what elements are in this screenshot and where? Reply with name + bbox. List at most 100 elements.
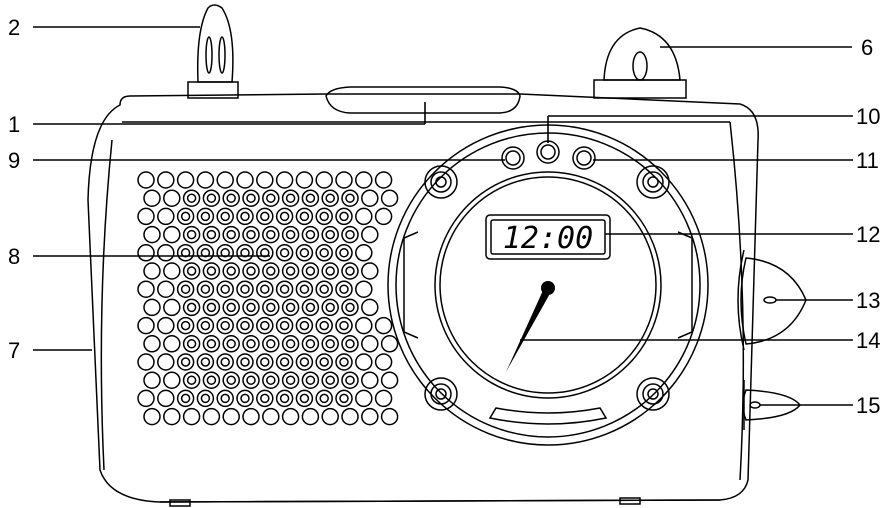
grille-hole	[144, 372, 160, 388]
grille-hole	[237, 281, 253, 297]
grille-hole-inner	[267, 267, 275, 275]
grille-hole-inner	[267, 303, 275, 311]
grille-hole-inner	[221, 322, 229, 330]
grille-hole	[158, 354, 174, 370]
grille-hole-inner	[340, 358, 348, 366]
grille-hole-inner	[188, 376, 196, 384]
grille-hole	[223, 336, 239, 352]
grille-hole-inner	[281, 285, 289, 293]
button-right[interactable]	[573, 147, 595, 169]
grille-hole-inner	[287, 303, 295, 311]
grille-hole-inner	[320, 322, 328, 330]
grille-hole	[376, 172, 392, 188]
grille-hole	[223, 299, 239, 315]
grille-hole-inner	[320, 249, 328, 257]
callout-1: 1	[8, 112, 20, 137]
grille-hole	[356, 318, 372, 334]
grille-hole-inner	[281, 358, 289, 366]
grille-hole-inner	[247, 303, 255, 311]
grille-hole-inner	[207, 267, 215, 275]
grille-hole	[322, 190, 338, 206]
grille-hole	[322, 227, 338, 243]
grille-hole	[283, 227, 299, 243]
grille-hole-inner	[300, 358, 308, 366]
callout-8: 8	[8, 244, 20, 269]
grille-hole	[376, 318, 392, 334]
grille-hole-inner	[182, 285, 190, 293]
grille-hole	[322, 299, 338, 315]
grille-hole	[356, 208, 372, 224]
grille-hole	[158, 281, 174, 297]
grille-hole-inner	[241, 212, 249, 220]
grille-hole-inner	[182, 394, 190, 402]
grille-hole-inner	[261, 358, 269, 366]
grille-hole	[283, 372, 299, 388]
grille-hole-inner	[326, 231, 334, 239]
grille-hole	[144, 299, 160, 315]
grille-hole-inner	[306, 340, 314, 348]
grille-hole	[342, 227, 358, 243]
grille-hole	[138, 172, 154, 188]
callout-9: 9	[8, 148, 20, 173]
grille-hole	[203, 263, 219, 279]
grille-hole	[144, 409, 160, 425]
grille-hole	[184, 299, 200, 315]
grille-hole-inner	[241, 394, 249, 402]
grille-hole-inner	[227, 340, 235, 348]
grille-hole	[243, 263, 259, 279]
grille-hole	[257, 354, 273, 370]
left-tuning-knob[interactable]	[188, 5, 238, 98]
grille-hole	[277, 281, 293, 297]
grille-hole	[302, 227, 318, 243]
grille-hole-inner	[306, 267, 314, 275]
grille-hole-inner	[227, 267, 235, 275]
grille-hole-inner	[340, 249, 348, 257]
top-handle[interactable]	[326, 87, 520, 113]
grille-hole-inner	[201, 212, 209, 220]
grille-hole	[336, 245, 352, 261]
grille-hole-inner	[207, 376, 215, 384]
grille-hole	[336, 390, 352, 406]
grille-hole-inner	[241, 358, 249, 366]
grille-hole	[197, 318, 213, 334]
grille-hole	[382, 190, 398, 206]
grille-hole	[302, 409, 318, 425]
callout-10: 10	[856, 104, 880, 129]
grille-hole	[257, 281, 273, 297]
grille-hole	[237, 172, 253, 188]
grille-hole	[283, 190, 299, 206]
grille-hole-inner	[188, 303, 196, 311]
grille-hole	[296, 390, 312, 406]
grille-hole-inner	[326, 303, 334, 311]
grille-hole-inner	[207, 340, 215, 348]
grille-hole	[243, 299, 259, 315]
grille-hole	[322, 409, 338, 425]
grille-hole-inner	[281, 212, 289, 220]
grille-hole	[336, 281, 352, 297]
grille-hole	[217, 208, 233, 224]
grille-hole-inner	[346, 267, 354, 275]
button-center[interactable]	[537, 141, 559, 163]
grille-hole	[382, 336, 398, 352]
grille-hole	[302, 263, 318, 279]
grille-hole	[316, 281, 332, 297]
grille-hole-inner	[320, 285, 328, 293]
right-volume-knob[interactable]	[594, 28, 686, 98]
grille-hole	[336, 318, 352, 334]
grille-hole	[362, 227, 378, 243]
button-left[interactable]	[502, 147, 524, 169]
callout-6: 6	[861, 35, 873, 60]
grille-hole	[178, 172, 194, 188]
lcd-time-text: 12:00	[503, 221, 593, 256]
grille-hole	[263, 336, 279, 352]
grille-hole-inner	[241, 285, 249, 293]
grille-hole	[144, 263, 160, 279]
grille-hole	[322, 372, 338, 388]
grille-hole	[316, 172, 332, 188]
grille-hole-inner	[188, 231, 196, 239]
grille-hole	[263, 372, 279, 388]
grille-hole	[296, 172, 312, 188]
grille-hole	[197, 172, 213, 188]
grille-hole-inner	[281, 394, 289, 402]
grille-hole-inner	[261, 285, 269, 293]
